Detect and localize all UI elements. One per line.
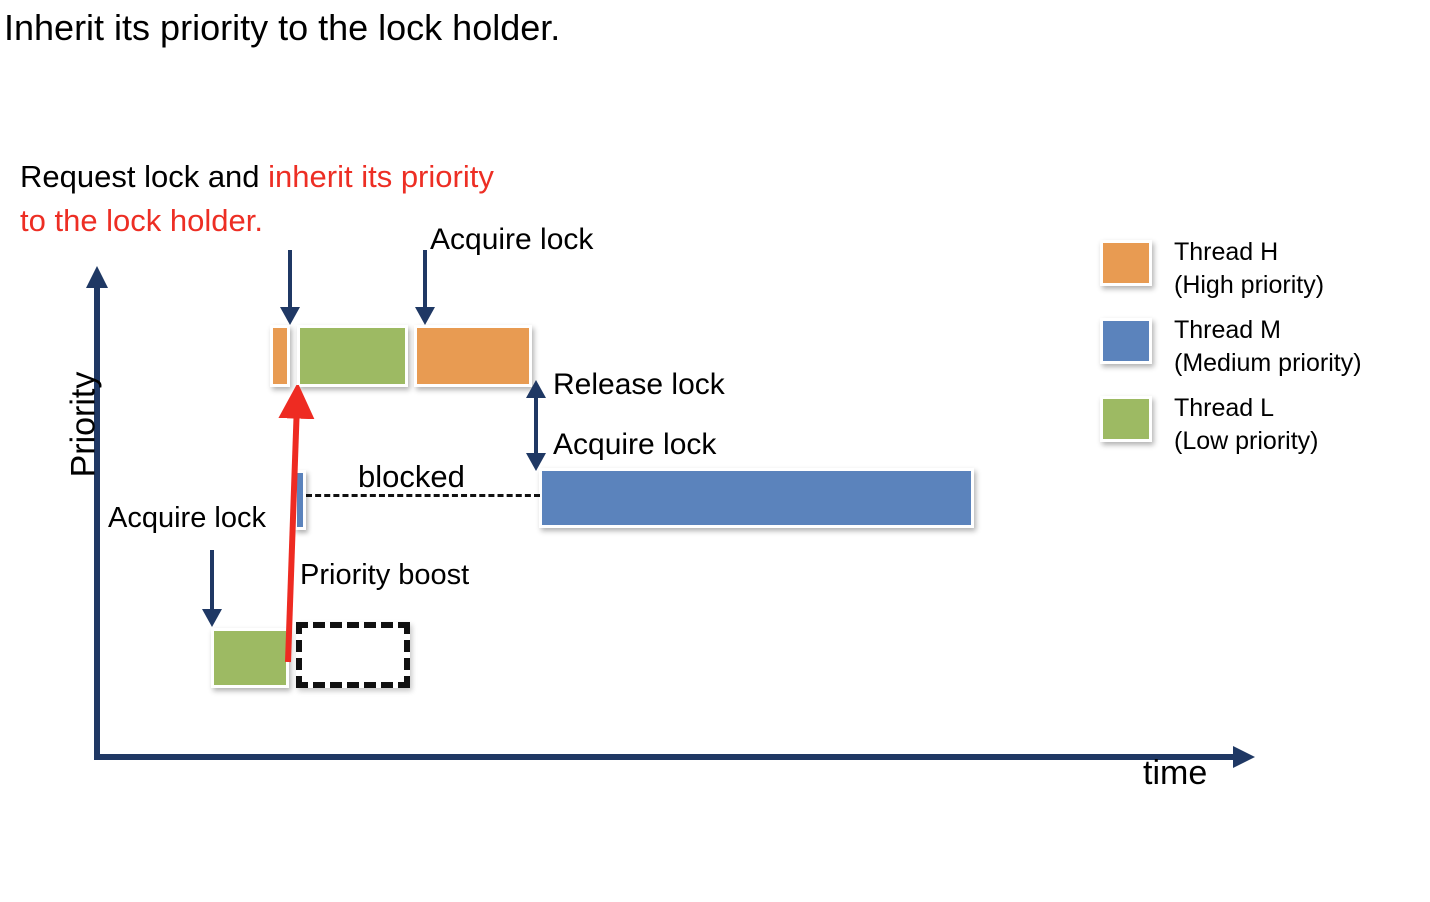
acquire-lock-left-arrow-head bbox=[202, 609, 222, 627]
acquire-lock-left-arrow-shaft bbox=[210, 550, 214, 612]
y-axis-line bbox=[94, 283, 100, 760]
release-acquire-arrow-head-up bbox=[526, 380, 546, 398]
legend-label-thread-l-line1: Thread L bbox=[1174, 394, 1275, 422]
legend-label-thread-h: Thread H (High priority) bbox=[1174, 236, 1324, 302]
legend-label-thread-h-line1: Thread H bbox=[1174, 238, 1279, 266]
legend-swatch-thread-h bbox=[1100, 240, 1152, 286]
release-acquire-arrow-head-down bbox=[526, 453, 546, 471]
blocked-label: blocked bbox=[358, 459, 465, 494]
legend-swatch-thread-m bbox=[1100, 318, 1152, 364]
legend-item-thread-h: Thread H (High priority) bbox=[1100, 236, 1430, 302]
thread-l-preempted-slot-box bbox=[296, 622, 410, 688]
thread-h-run-before-block-bar bbox=[270, 325, 290, 387]
thread-l-run-initial-bar bbox=[211, 628, 289, 688]
acquire-lock-top-arrow-shaft bbox=[423, 250, 427, 310]
x-axis-line bbox=[94, 754, 1240, 760]
blocked-connector-line bbox=[306, 494, 540, 497]
acquire-lock-top-label: Acquire lock bbox=[430, 223, 594, 256]
legend-label-thread-l: Thread L (Low priority) bbox=[1174, 392, 1318, 458]
callout-red-text-line2: to the lock holder. bbox=[20, 203, 263, 238]
thread-m-run-bar bbox=[539, 468, 974, 528]
legend-label-thread-l-line2: (Low priority) bbox=[1174, 427, 1319, 455]
acquire-lock-mid-label: Acquire lock bbox=[553, 428, 717, 461]
request-lock-arrow-head bbox=[280, 307, 300, 325]
legend-label-thread-h-line2: (High priority) bbox=[1174, 271, 1325, 299]
release-lock-label: Release lock bbox=[553, 368, 725, 401]
x-axis-arrow bbox=[1233, 746, 1255, 768]
page-title: Inherit its priority to the lock holder. bbox=[4, 7, 561, 48]
priority-boost-label: Priority boost bbox=[300, 559, 470, 591]
callout-red-text-line1: inherit its priority bbox=[268, 159, 494, 194]
release-acquire-arrow-shaft bbox=[534, 394, 538, 462]
acquire-lock-top-arrow-head bbox=[415, 307, 435, 325]
callout-text: Request lock and inherit its priority to… bbox=[20, 155, 494, 243]
legend-swatch-thread-l bbox=[1100, 396, 1152, 442]
legend-label-thread-m: Thread M (Medium priority) bbox=[1174, 314, 1362, 380]
thread-h-run-after-lock-bar bbox=[414, 325, 532, 387]
legend-item-thread-m: Thread M (Medium priority) bbox=[1100, 314, 1430, 380]
legend-label-thread-m-line2: (Medium priority) bbox=[1174, 349, 1362, 377]
x-axis-label: time bbox=[1143, 754, 1208, 792]
request-lock-arrow-shaft bbox=[288, 250, 292, 310]
legend: Thread H (High priority) Thread M (Mediu… bbox=[1100, 236, 1430, 470]
priority-boost-arrow bbox=[278, 385, 315, 663]
thread-l-boosted-run-bar bbox=[297, 325, 408, 387]
y-axis-label: Priority bbox=[64, 371, 103, 478]
y-axis-arrow bbox=[86, 266, 108, 288]
callout-black-text: Request lock and bbox=[20, 159, 269, 194]
legend-item-thread-l: Thread L (Low priority) bbox=[1100, 392, 1430, 458]
legend-label-thread-m-line1: Thread M bbox=[1174, 316, 1281, 344]
acquire-lock-left-label: Acquire lock bbox=[108, 502, 266, 534]
